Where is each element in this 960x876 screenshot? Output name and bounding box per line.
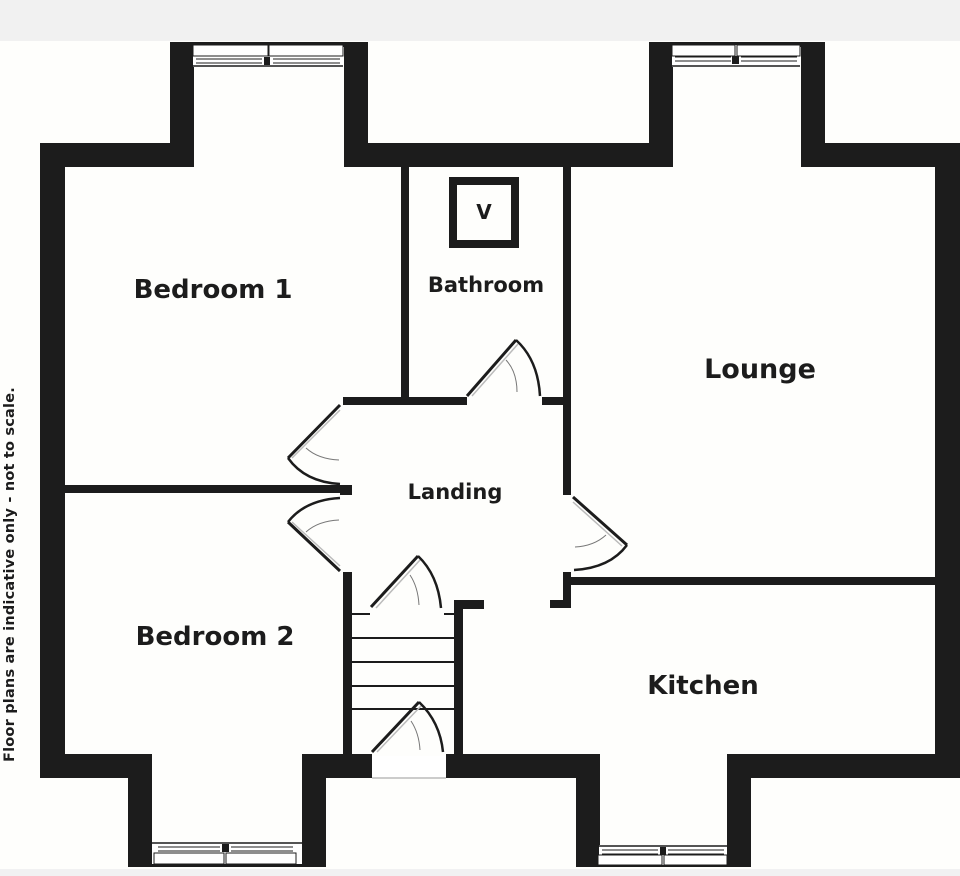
door-bedroom2[interactable] <box>286 496 342 573</box>
room-label-bedroom2: Bedroom 2 <box>136 622 295 652</box>
bottom-margin <box>0 869 960 876</box>
window-bedroom1 <box>192 44 344 67</box>
top-margin <box>0 0 960 41</box>
room-label-kitchen: Kitchen <box>647 671 759 701</box>
door-cupboard[interactable] <box>369 554 443 609</box>
room-label-bathroom: Bathroom <box>428 273 544 297</box>
disclaimer-text: Floor plans are indicative only - not to… <box>2 387 18 762</box>
room-label-landing: Landing <box>408 480 503 504</box>
door-bathroom[interactable] <box>465 339 542 397</box>
room-label-bedroom1: Bedroom 1 <box>134 275 293 305</box>
window-kitchen <box>597 845 728 866</box>
external-walls <box>40 42 960 867</box>
window-bedroom2 <box>152 842 302 865</box>
vent-box: V <box>449 177 519 248</box>
stair-opening <box>372 756 446 778</box>
room-label-lounge: Lounge <box>704 354 816 385</box>
door-bedroom1[interactable] <box>286 403 342 486</box>
door-entrance[interactable] <box>370 700 445 754</box>
window-lounge <box>671 44 801 67</box>
vent-symbol: V <box>476 200 492 224</box>
door-lounge[interactable] <box>572 495 629 572</box>
internal-walls <box>63 165 936 756</box>
staircase <box>352 613 454 710</box>
doors <box>286 339 629 754</box>
